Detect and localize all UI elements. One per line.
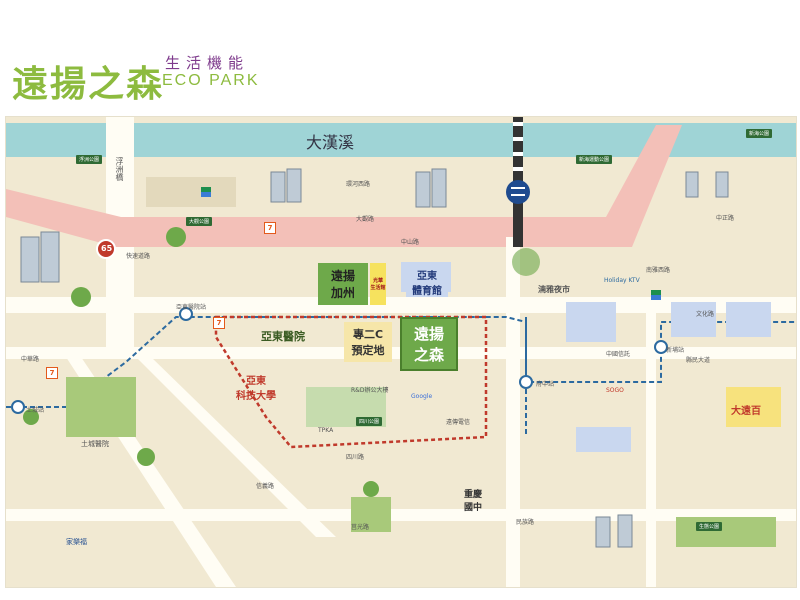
mrt-station-label: 府中站 bbox=[536, 381, 555, 388]
facility-label: TPKA bbox=[318, 427, 334, 434]
road-label: 中山路 bbox=[401, 239, 420, 246]
expressway-label: 快速道路 bbox=[126, 253, 151, 260]
park-tag: 浮洲公園 bbox=[76, 155, 103, 164]
road-label: 縣民大道 bbox=[686, 357, 711, 364]
landmark-site[interactable]: 遠揚 之森 bbox=[400, 317, 458, 371]
seven-eleven-icon: 7 bbox=[213, 317, 225, 329]
road-label: 中正路 bbox=[716, 215, 735, 222]
road-label: 環河西路 bbox=[346, 181, 371, 188]
park-tag: 大觀公園 bbox=[186, 217, 213, 226]
road-label: 大觀路 bbox=[356, 216, 375, 223]
facility-label: SOGO bbox=[606, 387, 624, 394]
page-title: 遠揚之森 bbox=[12, 63, 165, 105]
landmark-zone-2c[interactable]: 專二C 預定地 bbox=[344, 322, 392, 362]
road-label: 四川路 bbox=[346, 454, 365, 461]
facility-label: R&D辦公大樓 bbox=[351, 387, 389, 394]
facility-label: 中國信託 bbox=[606, 351, 631, 358]
seven-eleven-icon: 7 bbox=[264, 222, 276, 234]
landmark-chongqing-school[interactable]: 重慶 國中 bbox=[463, 490, 482, 513]
road-label: 南雅西路 bbox=[646, 267, 671, 274]
road-label: 莒光路 bbox=[351, 524, 370, 531]
facility-label: Holiday KTV bbox=[604, 277, 640, 284]
landmark-far-eastern-hospital[interactable]: 亞東醫院 bbox=[261, 330, 305, 343]
landmark-yuanyang-jiazhou[interactable]: 遠揚 加州 bbox=[318, 263, 368, 305]
landmark-far-eastern-univ[interactable]: 亞東 科技大學 bbox=[236, 376, 276, 402]
facility-label: 家樂福 bbox=[66, 538, 87, 546]
seven-eleven-icon: 7 bbox=[46, 367, 58, 379]
road-label: 民族路 bbox=[516, 519, 535, 526]
mrt-station-label: 土城站 bbox=[26, 407, 45, 414]
family-mart-icon bbox=[201, 187, 211, 197]
facility-label: 遠傳電信 bbox=[446, 419, 471, 426]
family-mart-icon bbox=[651, 290, 661, 300]
subtitle-bottom: ECO PARK bbox=[162, 72, 260, 89]
park-tag: 新海運動公園 bbox=[576, 155, 613, 164]
area-map[interactable]: 大漢溪 浮洲橋 bbox=[5, 116, 797, 588]
night-market[interactable]: 湳雅夜市 bbox=[538, 284, 570, 294]
park-tag: 生態公園 bbox=[696, 522, 723, 531]
road-label: 文化路 bbox=[696, 311, 715, 318]
subtitle-top: 生活機能 bbox=[165, 54, 250, 72]
park-tag: 新海公園 bbox=[746, 129, 773, 138]
park-tag: 四川公園 bbox=[356, 417, 383, 426]
landmark-far-eastern-gym[interactable]: 亞東 體育館 bbox=[406, 267, 448, 297]
river-label: 大漢溪 bbox=[306, 133, 355, 152]
facility-label: 土城醫院 bbox=[81, 440, 109, 448]
expressway bbox=[6, 117, 796, 587]
highway-shield: 65 bbox=[101, 244, 113, 253]
facility-label: 大遠百 bbox=[731, 406, 761, 417]
road-label: 信義路 bbox=[256, 483, 275, 490]
facility-label: Google bbox=[411, 393, 433, 400]
road-label-bridge: 浮洲橋 bbox=[115, 157, 124, 181]
mrt-station-label: 新埔站 bbox=[666, 347, 685, 354]
mrt-station-label: 亞東醫院站 bbox=[176, 304, 207, 311]
landmark-guanghua[interactable]: 光華 生活館 bbox=[370, 263, 386, 305]
road-label: 中華路 bbox=[21, 356, 40, 363]
